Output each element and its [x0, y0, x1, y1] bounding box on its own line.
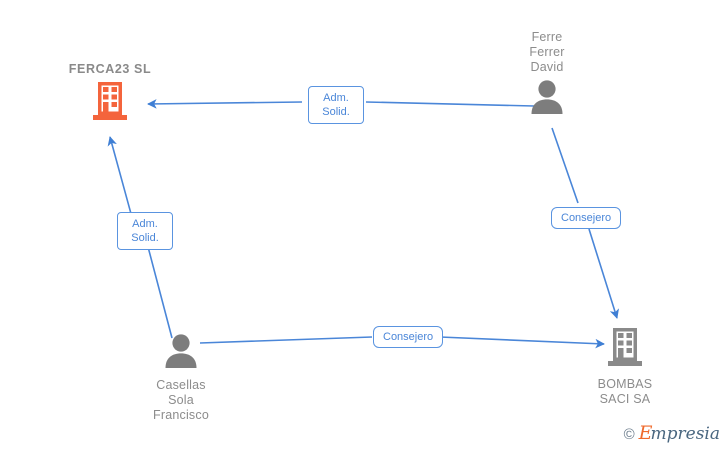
building-icon — [30, 81, 190, 126]
edge-ferre-to-ferca23 — [148, 102, 535, 106]
edge-label-ferre-to-bombas[interactable]: Consejero — [551, 207, 622, 229]
node-bombas-saci-sa[interactable]: BOMBAS SACI SA — [565, 327, 685, 407]
person-icon — [487, 79, 607, 120]
node-label-bombas-saci-sa: BOMBAS SACI SA — [597, 377, 653, 406]
node-label-casellas-sola-francisco: Casellas Sola Francisco — [153, 378, 209, 422]
brand-initial: E — [638, 422, 653, 444]
watermark-empresia: © Empresia — [624, 424, 720, 444]
edge-casellas-to-bombas — [199, 337, 604, 344]
building-icon — [565, 327, 685, 372]
node-label-ferre-ferrer-david: Ferre Ferrer David — [529, 30, 565, 74]
edge-label-casellas-to-ferca23[interactable]: Adm. Solid. — [117, 212, 173, 250]
edge-ferre-to-bombas — [551, 127, 617, 318]
brand-wordmark: Empresia — [639, 424, 720, 444]
node-casellas-sola-francisco[interactable]: Casellas Sola Francisco — [121, 333, 241, 423]
node-label-ferca23: FERCA23 SL — [68, 62, 152, 76]
brand-rest: mpresia — [650, 424, 721, 444]
person-icon — [121, 333, 241, 374]
copyright-icon: © — [623, 425, 635, 443]
node-ferca23[interactable]: FERCA23 SL — [30, 62, 190, 126]
node-ferre-ferrer-david[interactable]: Ferre Ferrer David — [487, 30, 607, 120]
edge-label-casellas-to-bombas[interactable]: Consejero — [373, 326, 444, 348]
edge-label-ferre-to-ferca23[interactable]: Adm. Solid. — [308, 86, 364, 124]
